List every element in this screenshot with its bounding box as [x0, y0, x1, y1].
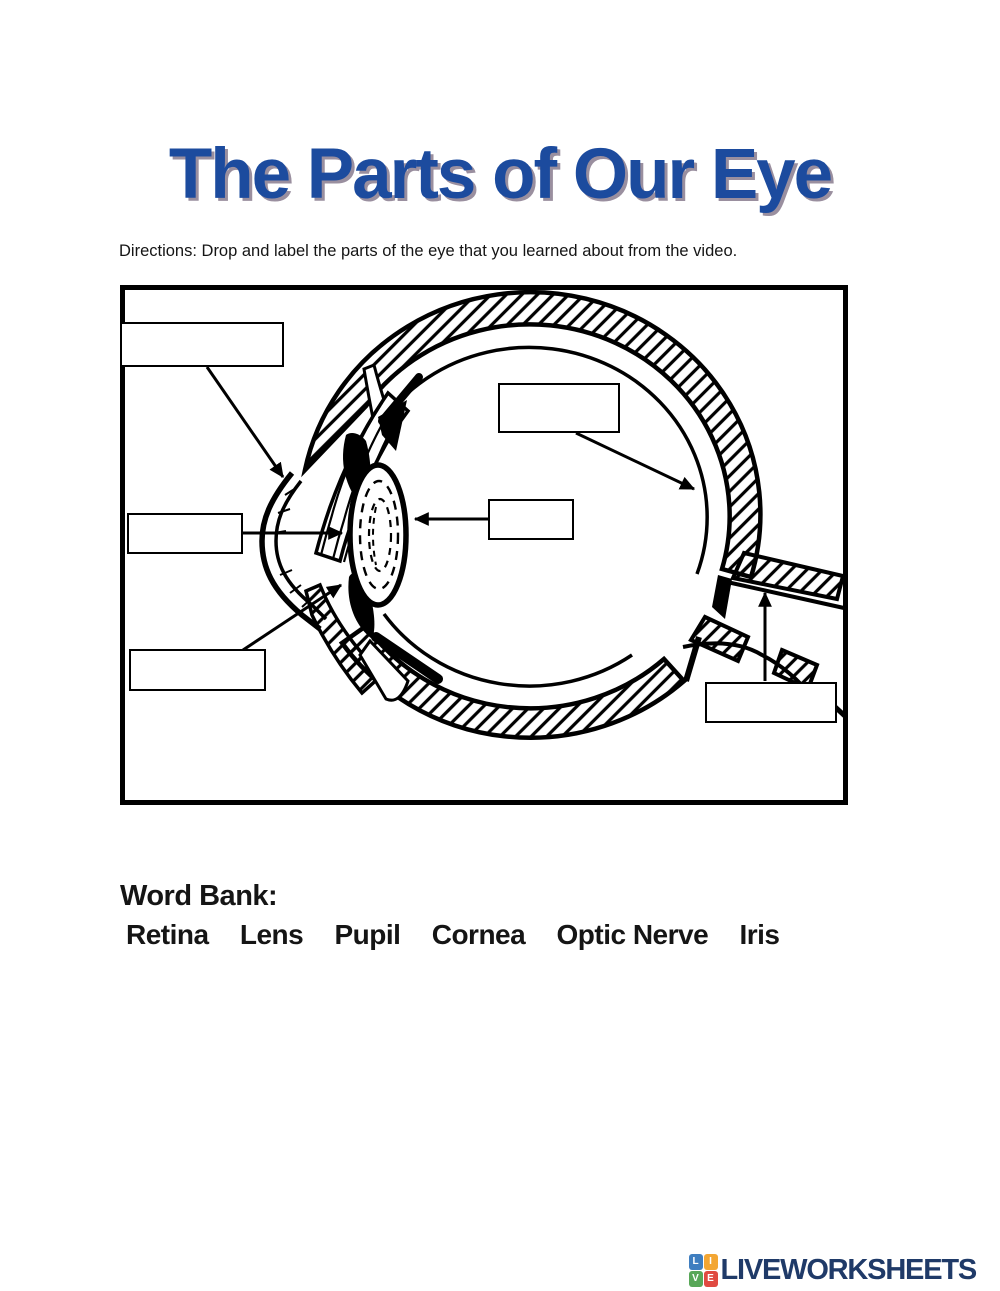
sclera-band-upper	[301, 289, 763, 580]
logo-tile-e: E	[703, 1271, 718, 1287]
liveworksheets-logo-text: LIVEWORKSHEETS	[720, 1254, 978, 1286]
pointer-arrow-1	[205, 366, 285, 478]
iris-lower-stroke	[371, 632, 443, 684]
cornea-outer-arc	[259, 471, 322, 632]
answer-box-4[interactable]	[498, 383, 620, 433]
word-iris[interactable]: Iris	[739, 919, 780, 950]
pointer-arrow-3	[242, 583, 343, 652]
lens-ring-outer	[358, 479, 400, 591]
optic-nerve-upper-wall	[730, 550, 846, 602]
directions-text: Directions: Drop and label the parts of …	[119, 242, 738, 260]
word-cornea[interactable]: Cornea	[431, 919, 526, 950]
word-lens[interactable]: Lens	[239, 919, 304, 950]
logo-tile-l: L	[688, 1254, 703, 1270]
cornea-hatch-ticks	[273, 487, 313, 608]
iris-upper-stroke	[378, 373, 423, 425]
word-optic-nerve[interactable]: Optic Nerve	[556, 919, 709, 950]
retina-line-lower	[382, 612, 633, 688]
pointer-arrow-4	[575, 431, 696, 491]
answer-box-2[interactable]	[127, 513, 243, 554]
lower-flap	[358, 638, 410, 702]
diagram-frame	[120, 285, 848, 805]
answer-box-3[interactable]	[129, 649, 266, 691]
page-title: The Parts of Our Eye	[168, 135, 833, 214]
liveworksheets-logo-icon: L I V E	[688, 1254, 718, 1287]
retina-line-upper	[382, 345, 709, 575]
optic-nerve-tube-bottom-line	[682, 641, 816, 701]
sclera-nerve-join	[683, 636, 702, 682]
optic-nerve-elbow	[712, 575, 732, 619]
optic-nerve-tube-top-line	[726, 580, 845, 610]
limbus-striation-1	[319, 402, 383, 556]
word-bank-heading: Word Bank:	[120, 880, 278, 912]
liveworksheets-logo: L I V E LIVEWORKSHEETS	[688, 1254, 978, 1287]
answer-box-6[interactable]	[705, 682, 837, 723]
word-pupil[interactable]: Pupil	[334, 919, 401, 950]
optic-nerve-lower-wall-left	[688, 614, 751, 664]
limbus-striation-2	[331, 406, 393, 560]
logo-tile-i: I	[703, 1254, 718, 1270]
word-retina[interactable]: Retina	[126, 919, 209, 950]
lens-ring-inner	[367, 497, 393, 573]
answer-box-1[interactable]	[120, 322, 284, 367]
answer-box-5[interactable]	[488, 499, 574, 540]
lens-core-line	[372, 506, 377, 566]
cornea-inner-arc	[274, 479, 328, 621]
word-bank-list: Retina Lens Pupil Cornea Optic Nerve Iri…	[126, 919, 803, 951]
logo-tile-v: V	[688, 1271, 703, 1287]
